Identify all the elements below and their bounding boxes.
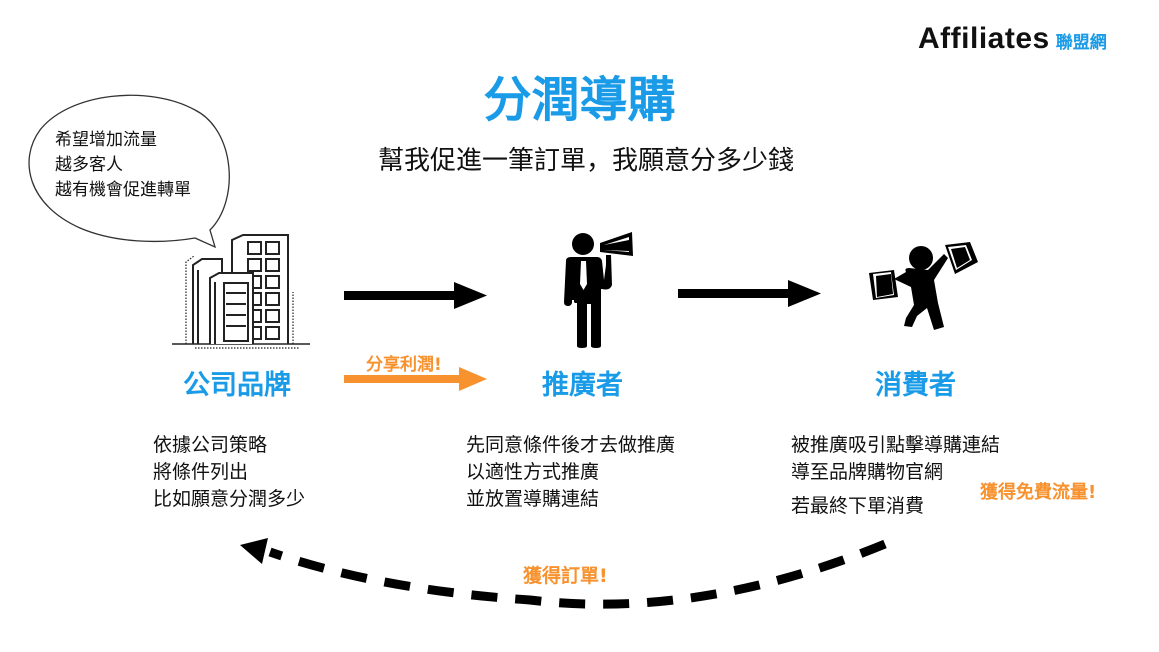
desc-line: 將條件列出 [153, 461, 249, 483]
brand-description: 依據公司策略 將條件列出 比如願意分潤多少 [153, 432, 305, 513]
desc-line: 被推廣吸引點擊導購連結 [791, 434, 1001, 456]
role-label-brand: 公司品牌 [183, 370, 291, 401]
bubble-line: 希望增加流量 [55, 130, 157, 150]
promoter-megaphone-icon [564, 232, 633, 348]
share-profit-arrow [344, 367, 487, 391]
bubble-line: 越有機會促進轉單 [55, 180, 191, 200]
promoter-description: 先同意條件後才去做推廣 以適性方式推廣 並放置導購連結 [466, 432, 675, 513]
desc-line: 比如願意分潤多少 [153, 488, 306, 510]
shopper-icon [869, 242, 978, 330]
consumer-description: 被推廣吸引點擊導購連結 導至品牌購物官網 若最終下單消費 [791, 432, 1000, 520]
role-label-promoter: 推廣者 [542, 370, 623, 401]
bubble-line: 越多客人 [55, 155, 123, 175]
flow-arrow-brand-to-promoter [344, 282, 487, 309]
page-title: 分潤導購 [483, 72, 676, 128]
page-subtitle: 幫我促進一筆訂單，我願意分多少錢 [377, 146, 794, 176]
desc-line: 導至品牌購物官網 [791, 461, 944, 483]
free-traffic-label: 獲得免費流量! [980, 482, 1097, 503]
get-order-label: 獲得訂單! [523, 565, 608, 587]
desc-line: 若最終下單消費 [791, 495, 925, 517]
desc-line: 並放置導購連結 [466, 488, 600, 510]
desc-line: 先同意條件後才去做推廣 [466, 434, 676, 456]
desc-line: 依據公司策略 [153, 434, 268, 456]
affiliates-logo: Affiliates 聯盟網 [918, 22, 1107, 56]
speech-bubble-text: 希望增加流量 越多客人 越有機會促進轉單 [55, 128, 191, 203]
role-label-consumer: 消費者 [875, 370, 956, 401]
building-icon [172, 234, 310, 349]
flow-arrow-promoter-to-consumer [678, 280, 821, 307]
logo-sub: 聯盟網 [1055, 33, 1107, 53]
return-arrow-curve [268, 539, 887, 609]
speech-bubble-icon [28, 94, 230, 249]
share-profit-label: 分享利潤! [366, 355, 442, 375]
return-arrow-head [240, 538, 268, 564]
logo-brand: Affiliates [918, 22, 1050, 55]
desc-line: 以適性方式推廣 [466, 461, 600, 483]
